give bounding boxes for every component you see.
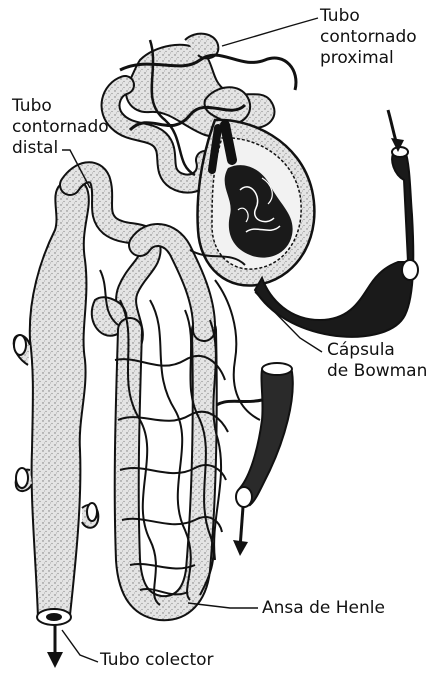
label-loop-of-henle: Ansa de Henle	[262, 598, 385, 619]
label-proximal-tubule: Tubo contornado proximal	[320, 6, 417, 69]
label-distal-line-1: Tubo	[12, 96, 109, 117]
label-proximal-line-1: Tubo	[320, 6, 417, 27]
label-proximal-line-2: contornado	[320, 27, 417, 48]
label-distal-line-2: contornado	[12, 117, 109, 138]
label-collecting-duct: Tubo colector	[100, 650, 214, 671]
label-bowman-capsule: Cápsula de Bowman	[327, 340, 427, 382]
bowman-capsule	[198, 120, 315, 286]
label-distal-tubule: Tubo contornado distal	[12, 96, 109, 159]
label-proximal-line-3: proximal	[320, 48, 417, 69]
label-bowman-line-2: de Bowman	[327, 361, 427, 382]
collecting-duct	[14, 179, 99, 668]
label-distal-line-3: distal	[12, 138, 109, 159]
label-bowman-line-1: Cápsula	[327, 340, 427, 361]
venule	[210, 363, 293, 556]
